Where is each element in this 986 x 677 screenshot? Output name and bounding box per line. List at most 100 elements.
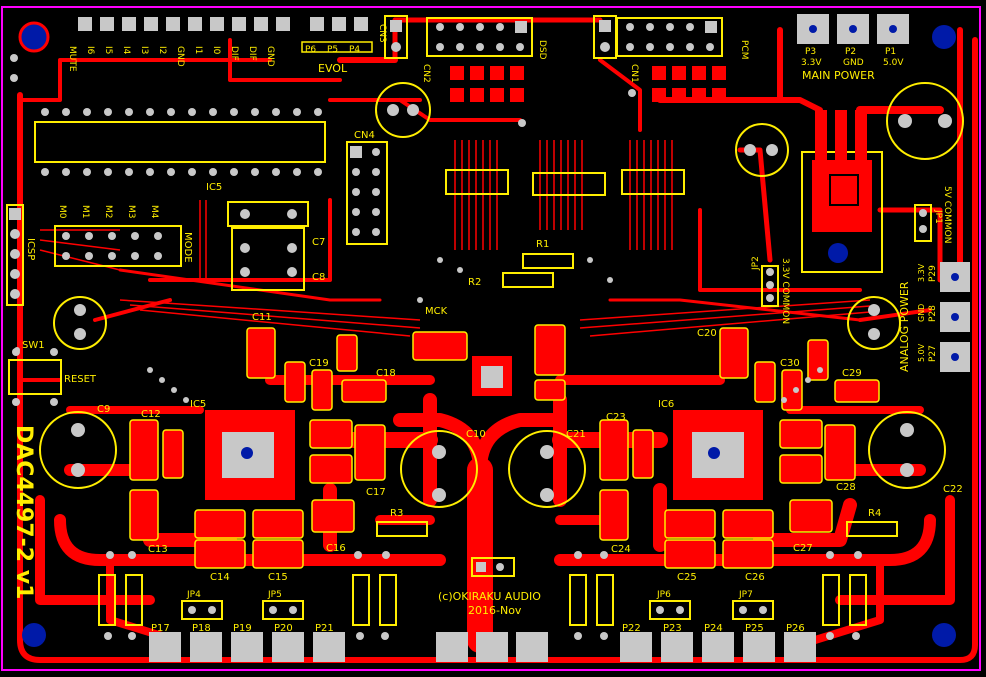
c11-label: C11 [252,312,272,323]
pin-label-i6: I6 [85,46,95,55]
mode-label-m0: M0 [57,205,67,219]
jp3-header [593,15,617,59]
c7-label: C7 [312,237,325,248]
c20-label: C20 [697,328,717,339]
bottom-output-pads [149,632,816,662]
date-label: 2016-Nov [468,604,522,617]
cn3-header: CN3 [377,15,408,59]
smd-caps [129,324,880,569]
main-power-p1: P1 [885,47,896,57]
pin-label-dif2: DIF [247,46,257,61]
c18-label: C18 [376,368,396,379]
top-left-header: EVOL P6 P5 P4 [78,17,373,75]
jp5-label: JP5 [267,590,282,600]
reset-label: RESET [64,374,97,385]
pin-label-i2: I2 [157,46,167,54]
c12-label: C12 [141,409,161,420]
soic-chips [445,169,685,196]
cn3-label: CN3 [377,24,387,43]
c22-label: C22 [943,484,963,495]
cn4-label: CN4 [354,130,375,141]
pin-label-i0: I0 [211,46,221,55]
silkscreen-labels: IC5 IC6 IC5 C9 C10 C21 C22 C11 C12 C13 C… [11,182,963,617]
resistors [98,253,898,626]
smd-arrays [450,66,726,102]
mck-label: MCK [425,306,448,317]
sw1-label: SW1 [22,340,45,351]
pin-p26: P26 [786,623,805,634]
mode-label-m3: M3 [126,205,136,219]
common-33-label: 3.3V COMMON [780,258,790,324]
analog-pin-p28: P28 [928,305,938,322]
pin-label-i4: I4 [121,46,131,55]
pin-label-gnd1: GND [175,46,185,67]
jp4-label: JP4 [186,590,201,600]
mode-label-m4: M4 [149,205,159,219]
c10-label: C10 [466,429,486,440]
pin-label-mute: MUTE [67,46,77,72]
jp2-label: JP2 [751,256,761,271]
c26-label: C26 [745,572,765,583]
top-left-pin-labels: MUTE I6 I5 I4 I3 I2 GND I1 I0 DIF DIF GN… [67,46,275,72]
pin-label-i5: I5 [103,46,113,54]
analog-pin-p29: P29 [928,265,938,282]
credit-label: (c)OKIRAKU AUDIO [438,590,541,603]
evol-pin-p5: P5 [327,45,338,55]
dip-socket [34,108,326,176]
main-power-v33: 3.3V [801,58,822,68]
c21-label: C21 [566,429,586,440]
c19-label: C19 [309,358,329,369]
evol-pin-p6: P6 [305,45,316,55]
main-power-label: MAIN POWER [802,69,875,82]
main-power-p3: P3 [805,47,816,57]
main-power-gnd: GND [843,58,864,68]
c27-label: C27 [793,543,813,554]
cap-pads [71,104,952,502]
cn2-header: CN2 DSD [421,17,547,83]
evol-label: EVOL [318,62,348,75]
pin-p21: P21 [315,623,334,634]
cn4-header: CN4 [346,130,388,245]
c8-label: C8 [312,272,325,283]
pin-label-gnd2: GND [265,46,275,67]
r2-label: R2 [468,277,481,288]
main-power-connector: P3 P2 P1 3.3V GND 5.0V MAIN POWER [797,14,909,82]
analog-pin-p27: P27 [928,345,938,362]
pin-p22: P22 [622,623,641,634]
c15-label: C15 [268,572,288,583]
cn1-header: CN1 PCM [616,17,749,83]
c14-label: C14 [210,572,230,583]
c17-label: C17 [366,487,386,498]
bottom-pin-labels: P17 P18 P19 P20 P21 P22 P23 P24 P25 P26 [151,623,805,634]
ic6-label: IC6 [658,399,674,410]
r3-label: R3 [390,508,403,519]
cn2-label: CN2 [421,64,431,83]
dsd-label: DSD [537,40,547,60]
pin-p20: P20 [274,623,293,634]
ic5-dip-label: IC5 [206,182,222,193]
c25-label: C25 [677,572,697,583]
ic5-package [205,410,295,500]
analog-sub-50: 5.0V [917,343,926,362]
c23-label: C23 [606,412,626,423]
c28-label: C28 [836,482,856,493]
icsp-connector: ICSP [6,204,36,306]
main-power-p2: P2 [845,47,856,57]
c9-label: C9 [97,404,110,415]
analog-sub-gnd: GND [917,304,926,322]
pin-label-i3: I3 [139,46,149,54]
c29-label: C29 [842,368,862,379]
mode-jumpers: M0 M1 M2 M3 M4 MODE [54,205,193,267]
pin-label-dif1: DIF [229,46,239,61]
pin-p23: P23 [663,623,682,634]
analog-power-connector: ANALOG POWER P29 P28 P27 3.3V GND 5.0V [898,262,970,372]
electrolytic-caps [39,82,964,508]
pin-p24: P24 [704,623,723,634]
pin-p25: P25 [745,623,764,634]
ic6-package [673,410,763,500]
pcm-label: PCM [739,40,749,59]
mode-label-m1: M1 [80,205,90,219]
evol-pin-p4: P4 [349,45,360,55]
r1-label: R1 [536,239,549,250]
